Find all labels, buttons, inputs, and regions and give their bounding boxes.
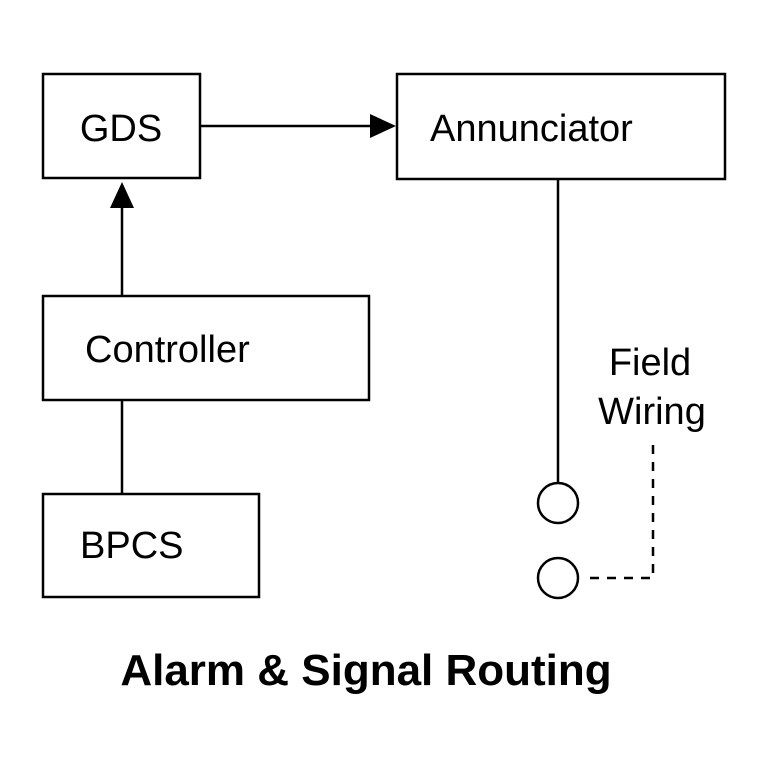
field-wiring-label-line1: Field bbox=[609, 342, 691, 384]
terminal-1 bbox=[536, 481, 580, 525]
node-gds-box bbox=[41, 72, 202, 180]
node-bpcs[interactable]: BPCS bbox=[41, 492, 261, 599]
node-annunciator[interactable]: Annunciator bbox=[395, 72, 727, 181]
node-controller-box bbox=[41, 294, 371, 402]
diagram-title: Alarm & Signal Routing bbox=[120, 646, 611, 695]
node-bpcs-label: BPCS bbox=[80, 525, 183, 567]
node-gds-label: GDS bbox=[80, 108, 162, 150]
node-gds[interactable]: GDS bbox=[41, 72, 202, 180]
arrowhead-annunciator bbox=[370, 114, 396, 138]
arrowhead-gds bbox=[110, 182, 134, 208]
field-wiring-label-line2: Wiring bbox=[598, 391, 706, 433]
node-bpcs-box bbox=[41, 492, 261, 599]
node-annunciator-label: Annunciator bbox=[430, 108, 633, 150]
field-wiring-dashed-line bbox=[590, 443, 655, 580]
node-annunciator-box bbox=[395, 72, 727, 181]
node-controller[interactable]: Controller bbox=[41, 294, 371, 402]
terminal-2 bbox=[536, 556, 580, 600]
node-controller-label: Controller bbox=[85, 329, 250, 371]
